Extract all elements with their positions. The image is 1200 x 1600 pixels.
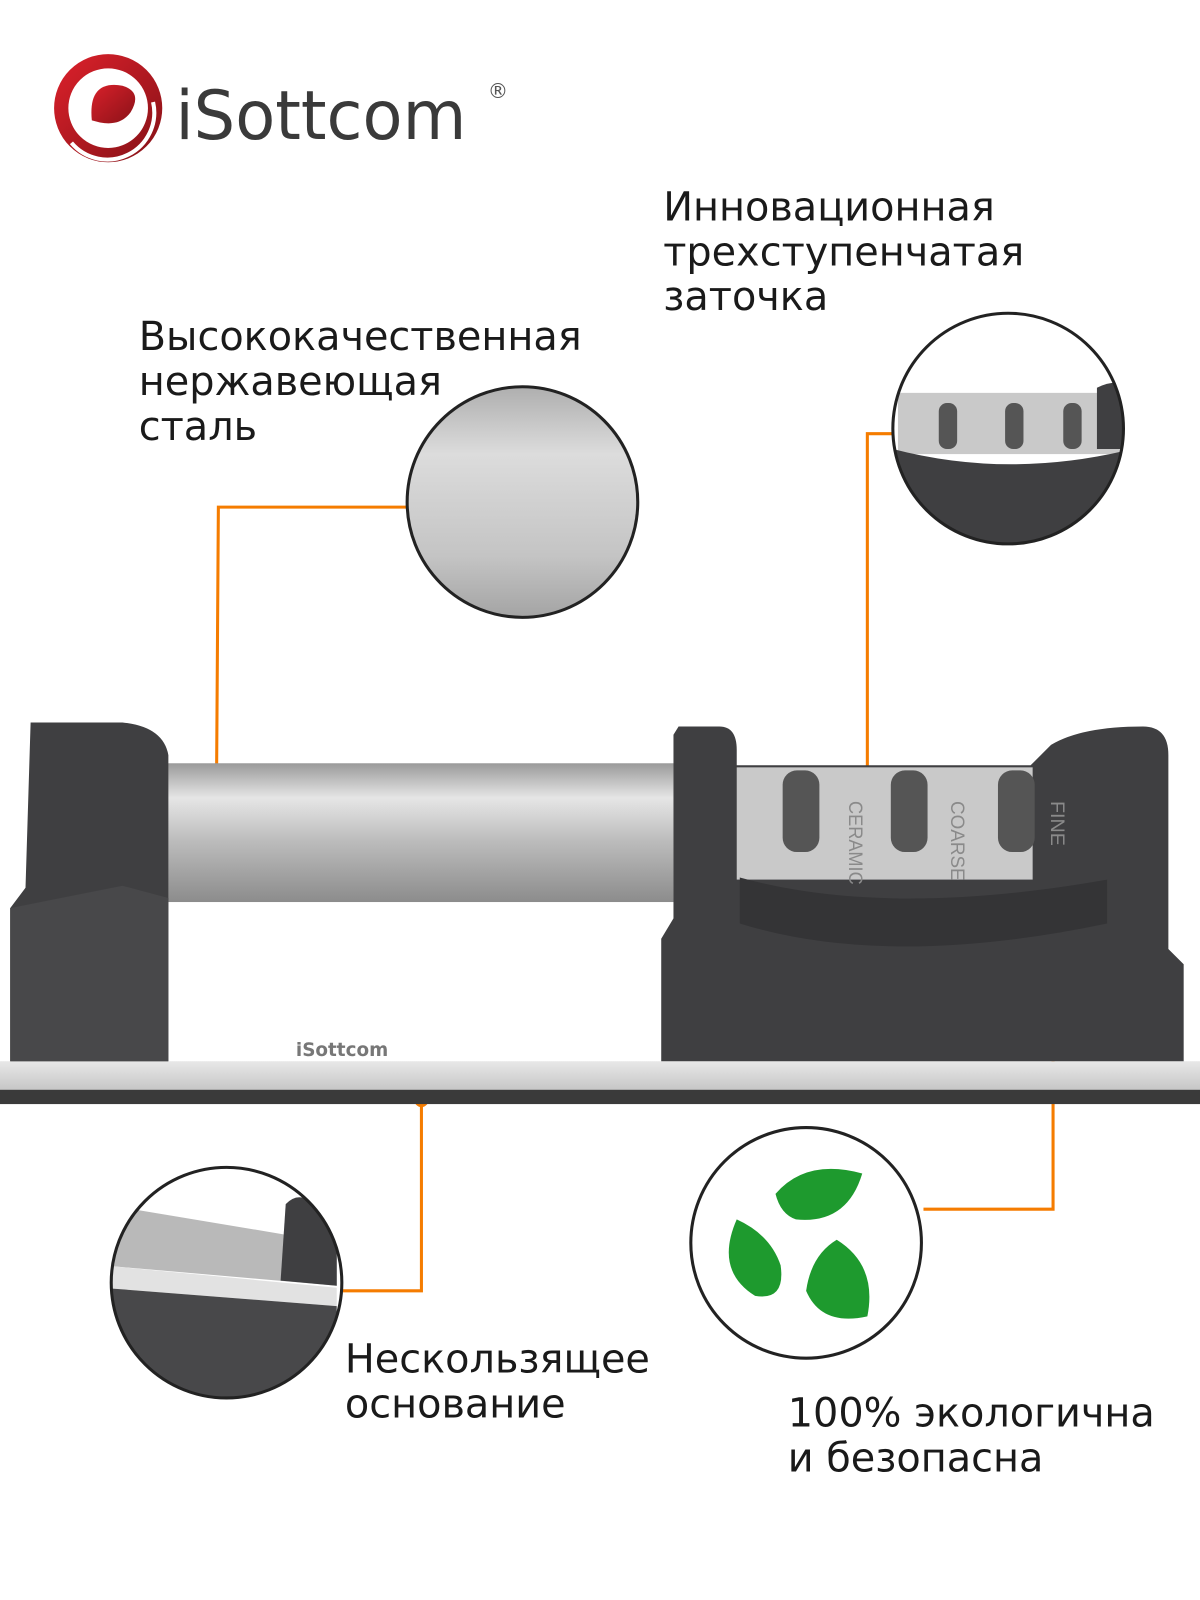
feature-base-caption: Нескользящее основание [345,1336,663,1427]
feature-eco-caption: 100% экологична и безопасна [788,1391,1168,1482]
feature-sharpening-caption: Инновационная трехступенчатая заточка [663,184,1037,320]
steel-detail-circle [405,385,640,619]
knife-sharpener: iSottcom CERAMIC COARSE FINE [0,722,1200,1105]
brand-swirl-icon [54,54,163,163]
steel-rod [122,763,674,903]
slots-detail-circle [891,311,1125,546]
slot-label-coarse: COARSE [946,801,968,881]
slot-label-fine: FINE [1046,801,1068,846]
base-logo: iSottcom [296,1040,388,1061]
feature-steel-caption: Высококачественная нержавеющая сталь [139,314,595,450]
registered-mark: ® [488,79,508,103]
handle-grip [739,877,1108,947]
slot-plate [736,767,1033,880]
base-detail-circle [109,1165,344,1400]
eco-detail-circle [689,1126,923,1360]
brand-logo: iSottcom ® [54,54,508,163]
recycle-leaf-icon [728,1168,870,1319]
brand-name: iSottcom [176,76,467,155]
slot-label-ceramic: CERAMIC [844,801,866,885]
sharpening-slots [782,770,1035,853]
